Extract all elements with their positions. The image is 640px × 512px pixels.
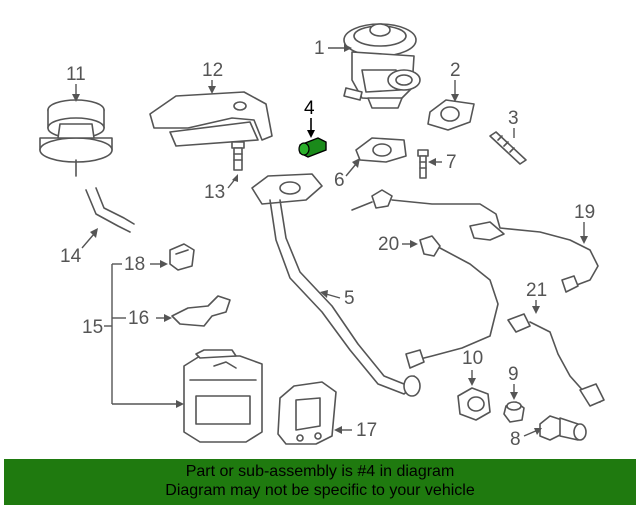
callout-2: 2: [450, 60, 461, 81]
banner-line-1: Part or sub-assembly is #4 in diagram: [185, 463, 455, 480]
part-18-connector[interactable]: [169, 243, 195, 271]
part-15-canister[interactable]: [183, 349, 263, 443]
part-17-cover[interactable]: [277, 381, 337, 445]
part-10-nut[interactable]: [457, 387, 491, 421]
part-7-bolt[interactable]: [417, 149, 429, 179]
part-13-bolt[interactable]: [231, 141, 245, 171]
callout-12: 12: [202, 60, 223, 81]
part-2-gasket[interactable]: [427, 99, 475, 131]
callout-9: 9: [508, 364, 519, 385]
part-19-oxygen-sensor[interactable]: [351, 189, 599, 293]
callout-17: 17: [356, 420, 377, 441]
callout-16: 16: [128, 308, 149, 329]
callout-11: 11: [66, 64, 86, 85]
part-6-gasket[interactable]: [355, 137, 407, 163]
part-8-sensor[interactable]: [539, 415, 587, 441]
part-3-stud[interactable]: [489, 131, 527, 165]
part-1-egr-valve[interactable]: [343, 23, 421, 109]
callout-14: 14: [60, 246, 82, 267]
part-21-oxygen-sensor[interactable]: [507, 313, 605, 407]
callout-1: 1: [314, 38, 325, 59]
callout-10: 10: [462, 348, 483, 369]
callout-18: 18: [124, 254, 145, 275]
callout-7: 7: [446, 152, 457, 173]
part-12-bracket[interactable]: [149, 91, 273, 147]
callout-5: 5: [344, 288, 355, 309]
callout-15: 15: [82, 317, 103, 338]
callout-20: 20: [378, 234, 399, 255]
part-16-bracket[interactable]: [171, 295, 231, 327]
part-5-egr-pipe[interactable]: [251, 173, 421, 397]
part-11-vacuum-modulator[interactable]: [39, 99, 113, 177]
callout-19: 19: [574, 202, 595, 223]
part-9-plug[interactable]: [503, 401, 525, 423]
part-14-hose[interactable]: [85, 187, 135, 233]
callout-13: 13: [204, 182, 225, 203]
part-20-oxygen-sensor[interactable]: [405, 235, 499, 369]
info-banner: Part or sub-assembly is #4 in diagram Di…: [4, 459, 636, 505]
callout-8: 8: [510, 429, 521, 450]
callout-6: 6: [334, 170, 345, 191]
callout-21: 21: [526, 280, 547, 301]
callout-3: 3: [508, 108, 519, 129]
callout-4: 4: [304, 98, 315, 119]
part-4-highlighted[interactable]: [298, 137, 327, 158]
banner-line-2: Diagram may not be specific to your vehi…: [165, 482, 475, 499]
